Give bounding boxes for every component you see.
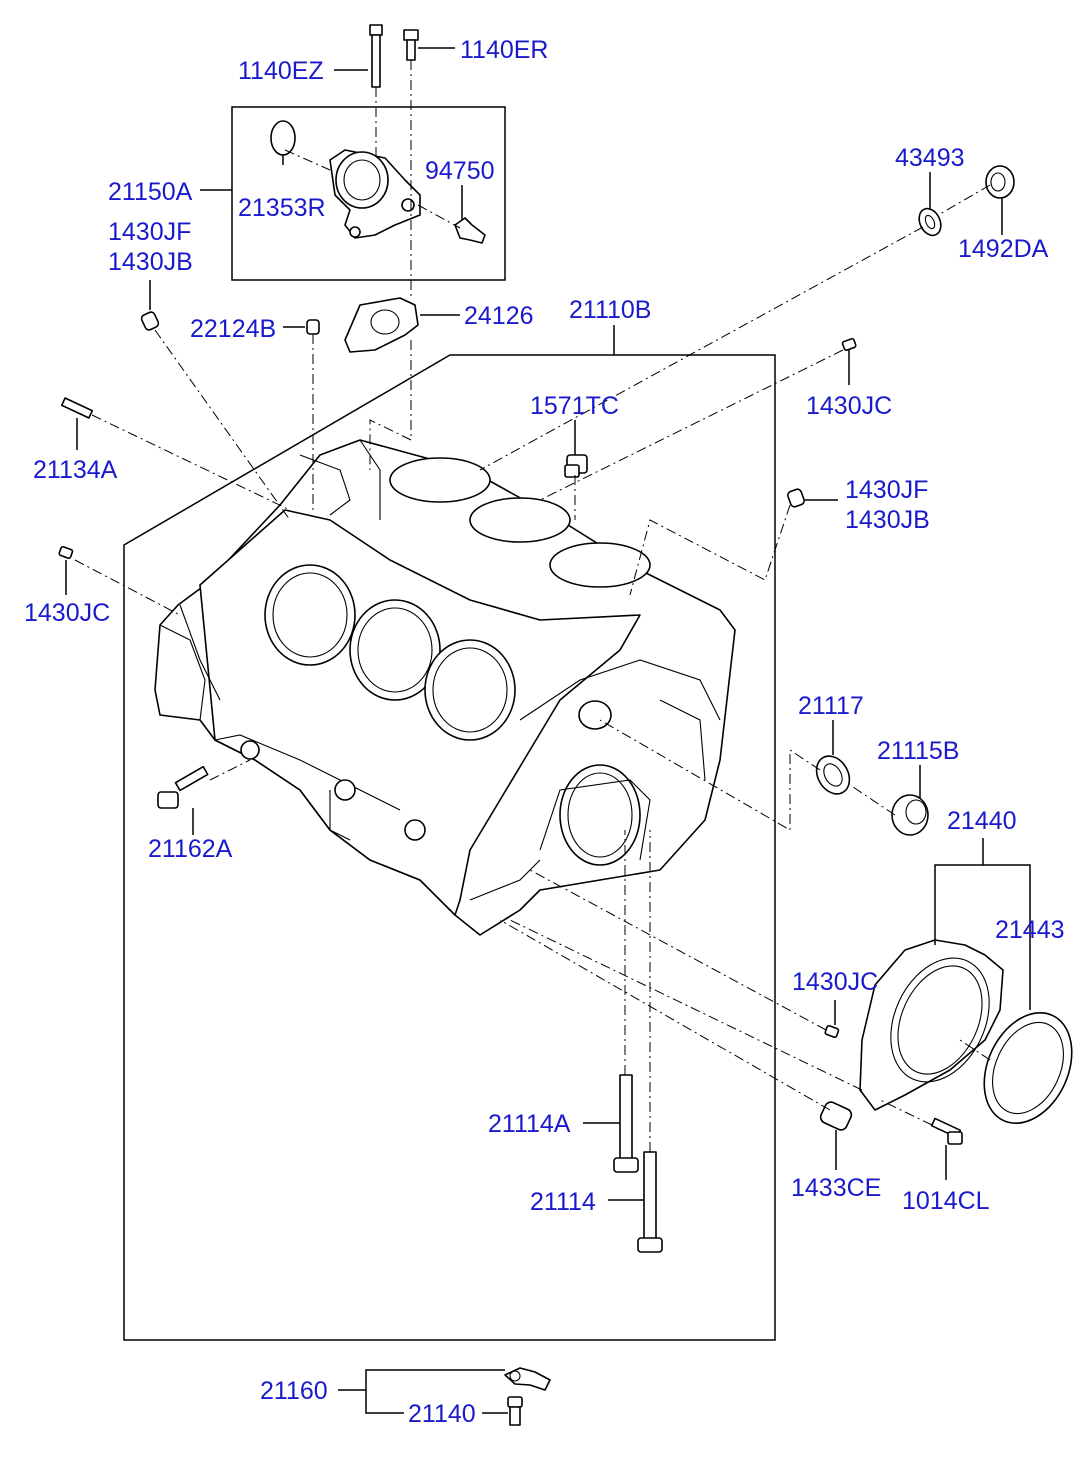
label-1430jf-right[interactable]: 1430JF [845,476,928,504]
washer-43493 [918,207,942,237]
bolt-21114a [613,1074,639,1173]
leader-lines [65,47,1031,1414]
washer-21117 [815,755,851,795]
label-21162a[interactable]: 21162A [148,835,233,863]
label-21134a[interactable]: 21134A [33,456,118,484]
plug-1571tc [564,454,588,478]
label-21114[interactable]: 21114 [530,1188,596,1216]
label-21150a[interactable]: 21150A [108,178,193,206]
label-21443[interactable]: 21443 [995,916,1065,944]
dowel-1430jf-right [787,488,805,508]
label-1433ce[interactable]: 1433CE [791,1174,881,1202]
stud-21134a [60,397,94,419]
label-21160[interactable]: 21160 [260,1377,328,1405]
label-22124b[interactable]: 22124B [190,315,276,343]
label-21110b[interactable]: 21110B [569,296,651,324]
bolt-1014cl [930,1117,963,1145]
bushing-1433ce [819,1101,853,1131]
dowel-22124b [306,319,320,335]
label-1014cl[interactable]: 1014CL [902,1187,990,1215]
assembly-lines [74,60,991,1152]
drain-plug-1492da [985,165,1015,199]
label-21117[interactable]: 21117 [798,692,864,720]
label-1430jc-left[interactable]: 1430JC [24,599,110,627]
bolt-1140ez [369,24,383,88]
oil-seal-21443 [983,1011,1073,1125]
label-1140ez[interactable]: 1140EZ [238,57,324,85]
label-1430jf-upper[interactable]: 1430JF [108,218,191,246]
label-1571tc[interactable]: 1571TC [530,392,619,420]
label-1430jb-right[interactable]: 1430JB [845,506,930,534]
thermostat-housing-frame [231,106,506,281]
label-21140[interactable]: 21140 [408,1400,476,1428]
label-21353r[interactable]: 21353R [238,194,326,222]
label-21114a[interactable]: 21114A [488,1110,571,1138]
check-valve-21140 [507,1396,523,1426]
bolt-21114 [637,1151,663,1253]
label-1140er[interactable]: 1140ER [460,36,549,64]
temp-sensor [454,217,486,244]
label-21115b[interactable]: 21115B [877,737,959,765]
bolt-21162a [157,765,209,809]
label-21440[interactable]: 21440 [947,807,1017,835]
gasket-24126 [344,297,419,353]
bolt-1140er [403,29,419,61]
label-24126[interactable]: 24126 [464,302,534,330]
label-1492da[interactable]: 1492DA [958,235,1049,263]
block-assembly-frame [123,354,776,1341]
dowel-1430jf-upper [140,311,160,331]
label-1430jc-lower[interactable]: 1430JC [792,968,878,996]
dowel-1430jc-left [58,545,74,559]
seal-retainer-21440 [859,939,1004,1111]
label-1430jb-upper[interactable]: 1430JB [108,248,193,276]
part-labels: 1140EZ 1140ER 94750 21150A 21353R 1430JF… [24,36,1065,1428]
cylinder-block [154,439,736,936]
label-1430jc-upper-right[interactable]: 1430JC [806,392,892,420]
label-43493[interactable]: 43493 [895,144,965,172]
dowel-1430jc-lower [824,1024,840,1038]
label-94750[interactable]: 94750 [425,157,495,185]
dowel-1430jc-upper-right [841,337,857,351]
plug-21115b [891,794,929,836]
oil-jet-21160 [504,1367,551,1391]
